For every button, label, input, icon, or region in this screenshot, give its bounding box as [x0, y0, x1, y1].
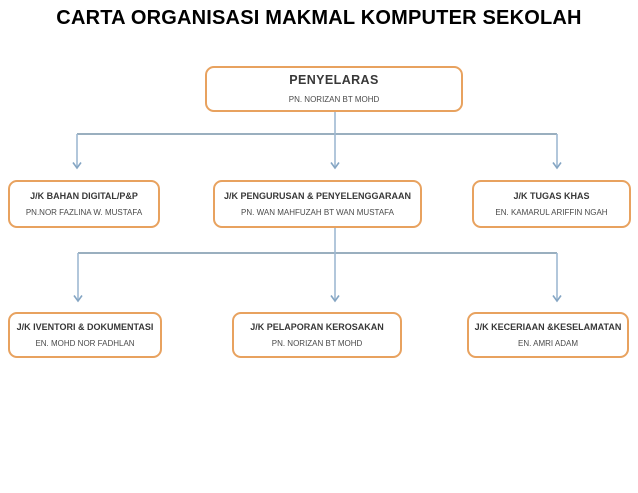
org-node-person: PN. NORIZAN BT MOHD: [271, 338, 363, 348]
org-node-iventori-dokumentasi: J/K IVENTORI & DOKUMENTASI EN. MOHD NOR …: [8, 312, 162, 358]
org-node-tugas-khas: J/K TUGAS KHAS EN. KAMARUL ARIFFIN NGAH: [472, 180, 631, 228]
page-title: CARTA ORGANISASI MAKMAL KOMPUTER SEKOLAH: [56, 7, 582, 29]
org-node-bahan-digital: J/K BAHAN DIGITAL/P&P PN.NOR FAZLINA W. …: [8, 180, 160, 228]
org-node-person: PN. NORIZAN BT MOHD: [288, 94, 380, 104]
org-node-role: J/K IVENTORI & DOKUMENTASI: [16, 321, 154, 332]
org-node-person: PN.NOR FAZLINA W. MUSTAFA: [25, 207, 143, 217]
org-node-keceriaan-keselamatan: J/K KECERIAAN &KESELAMATAN EN. AMRI ADAM: [467, 312, 629, 358]
org-node-person: PN. WAN MAHFUZAH BT WAN MUSTAFA: [241, 207, 394, 217]
org-node-person: EN. MOHD NOR FADHLAN: [35, 338, 135, 348]
org-node-penyelaras: PENYELARAS PN. NORIZAN BT MOHD: [205, 66, 463, 112]
org-node-role: PENYELARAS: [289, 73, 379, 88]
org-node-role: J/K TUGAS KHAS: [513, 190, 590, 201]
org-node-role: J/K PENGURUSAN & PENYELENGGARAAN: [223, 190, 412, 201]
org-node-pengurusan-penyelenggaraan: J/K PENGURUSAN & PENYELENGGARAAN PN. WAN…: [213, 180, 422, 228]
org-node-role: J/K PELAPORAN KEROSAKAN: [250, 321, 384, 332]
org-node-role: J/K BAHAN DIGITAL/P&P: [30, 190, 138, 201]
org-node-role: J/K KECERIAAN &KESELAMATAN: [474, 321, 622, 332]
org-node-pelaporan-kerosakan: J/K PELAPORAN KEROSAKAN PN. NORIZAN BT M…: [232, 312, 402, 358]
org-node-person: EN. AMRI ADAM: [517, 338, 578, 348]
org-node-person: EN. KAMARUL ARIFFIN NGAH: [495, 207, 608, 217]
